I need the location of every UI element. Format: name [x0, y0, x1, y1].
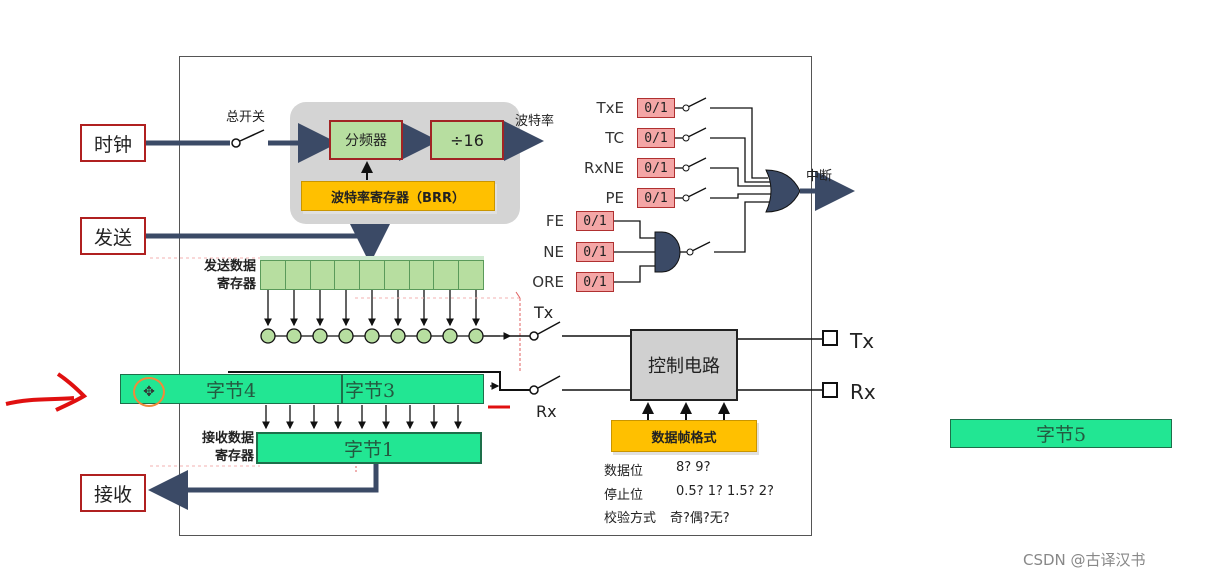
format-stop-bits-value: 0.5? 1? 1.5? 2?	[676, 484, 774, 499]
flag-tc-value: 0/1	[637, 128, 675, 148]
tx-data-register	[260, 260, 484, 290]
send-input-box: 发送	[80, 217, 146, 255]
tx-cell	[311, 261, 336, 289]
frame-format-label: 数据帧格式	[651, 430, 717, 446]
tx-cell	[286, 261, 311, 289]
move-cursor-icon: ✥	[133, 377, 165, 407]
format-stop-bits-label: 停止位	[604, 488, 644, 503]
clock-label: 时钟	[93, 133, 132, 156]
format-parity-label: 校验方式	[604, 511, 657, 526]
flag-ore-label: ORE	[532, 273, 564, 291]
tx-cell	[261, 261, 286, 289]
flag-pe-value: 0/1	[637, 188, 675, 208]
byte3-block[interactable]: 字节3	[342, 374, 484, 404]
tx-cell	[360, 261, 385, 289]
format-data-bits-value: 8? 9?	[676, 460, 711, 475]
flag-fe-label: FE	[545, 212, 564, 230]
rx-switch-label: Rx	[536, 402, 557, 421]
flag-ore-value: 0/1	[576, 272, 614, 292]
div16-label: ÷16	[450, 130, 484, 150]
flag-ne-label: NE	[543, 243, 564, 261]
baud-rate-label: 波特率	[515, 114, 555, 129]
byte4-label: 字节4	[205, 379, 257, 402]
tx-cell	[434, 261, 460, 289]
div16-box: ÷16	[430, 120, 504, 160]
flag-pe-label: PE	[605, 189, 624, 207]
format-data-bits-label: 数据位	[604, 464, 644, 479]
port-rx-label: Rx	[850, 380, 876, 404]
format-parity-value: 奇?偶?无?	[670, 511, 730, 526]
byte1-label: 字节1	[343, 438, 395, 461]
send-label: 发送	[93, 226, 132, 249]
port-tx-label: Tx	[850, 329, 875, 353]
receive-label: 接收	[93, 483, 132, 506]
brr-register: 波特率寄存器（BRR）	[301, 181, 495, 211]
divider-label: 分频器	[345, 133, 387, 149]
byte5-label: 字节5	[1035, 424, 1087, 446]
flag-txe-label: TxE	[596, 99, 624, 117]
control-circuit-label: 控制电路	[648, 356, 720, 377]
tx-cell	[335, 261, 361, 289]
tx-cell	[410, 261, 435, 289]
tx-cell	[385, 261, 410, 289]
watermark: CSDN @古译汉书	[1023, 551, 1146, 569]
tx-data-register-label: 发送数据 寄存器	[203, 259, 256, 292]
flag-rxne-label: RxNE	[584, 159, 624, 177]
byte1-block[interactable]: 字节1	[256, 432, 482, 464]
frame-format-box: 数据帧格式	[611, 420, 757, 452]
rx-data-register-label: 接收数据 寄存器	[201, 431, 254, 464]
clock-input-box: 时钟	[80, 124, 146, 162]
byte5-block[interactable]: 字节5	[950, 419, 1172, 448]
flag-txe-value: 0/1	[637, 98, 675, 118]
receive-output-box: 接收	[80, 474, 146, 512]
flag-tc-label: TC	[605, 129, 624, 147]
master-switch-label: 总开关	[226, 110, 266, 125]
control-circuit: 控制电路	[630, 329, 738, 401]
divider-box: 分频器	[329, 120, 403, 160]
brr-label: 波特率寄存器（BRR）	[331, 190, 465, 206]
tx-switch-label: Tx	[534, 303, 554, 322]
interrupt-label: 中断	[806, 169, 833, 184]
flag-rxne-value: 0/1	[637, 158, 675, 178]
flag-fe-value: 0/1	[576, 211, 614, 231]
tx-cell	[459, 261, 483, 289]
byte3-label: 字节3	[345, 379, 396, 402]
flag-ne-value: 0/1	[576, 242, 614, 262]
